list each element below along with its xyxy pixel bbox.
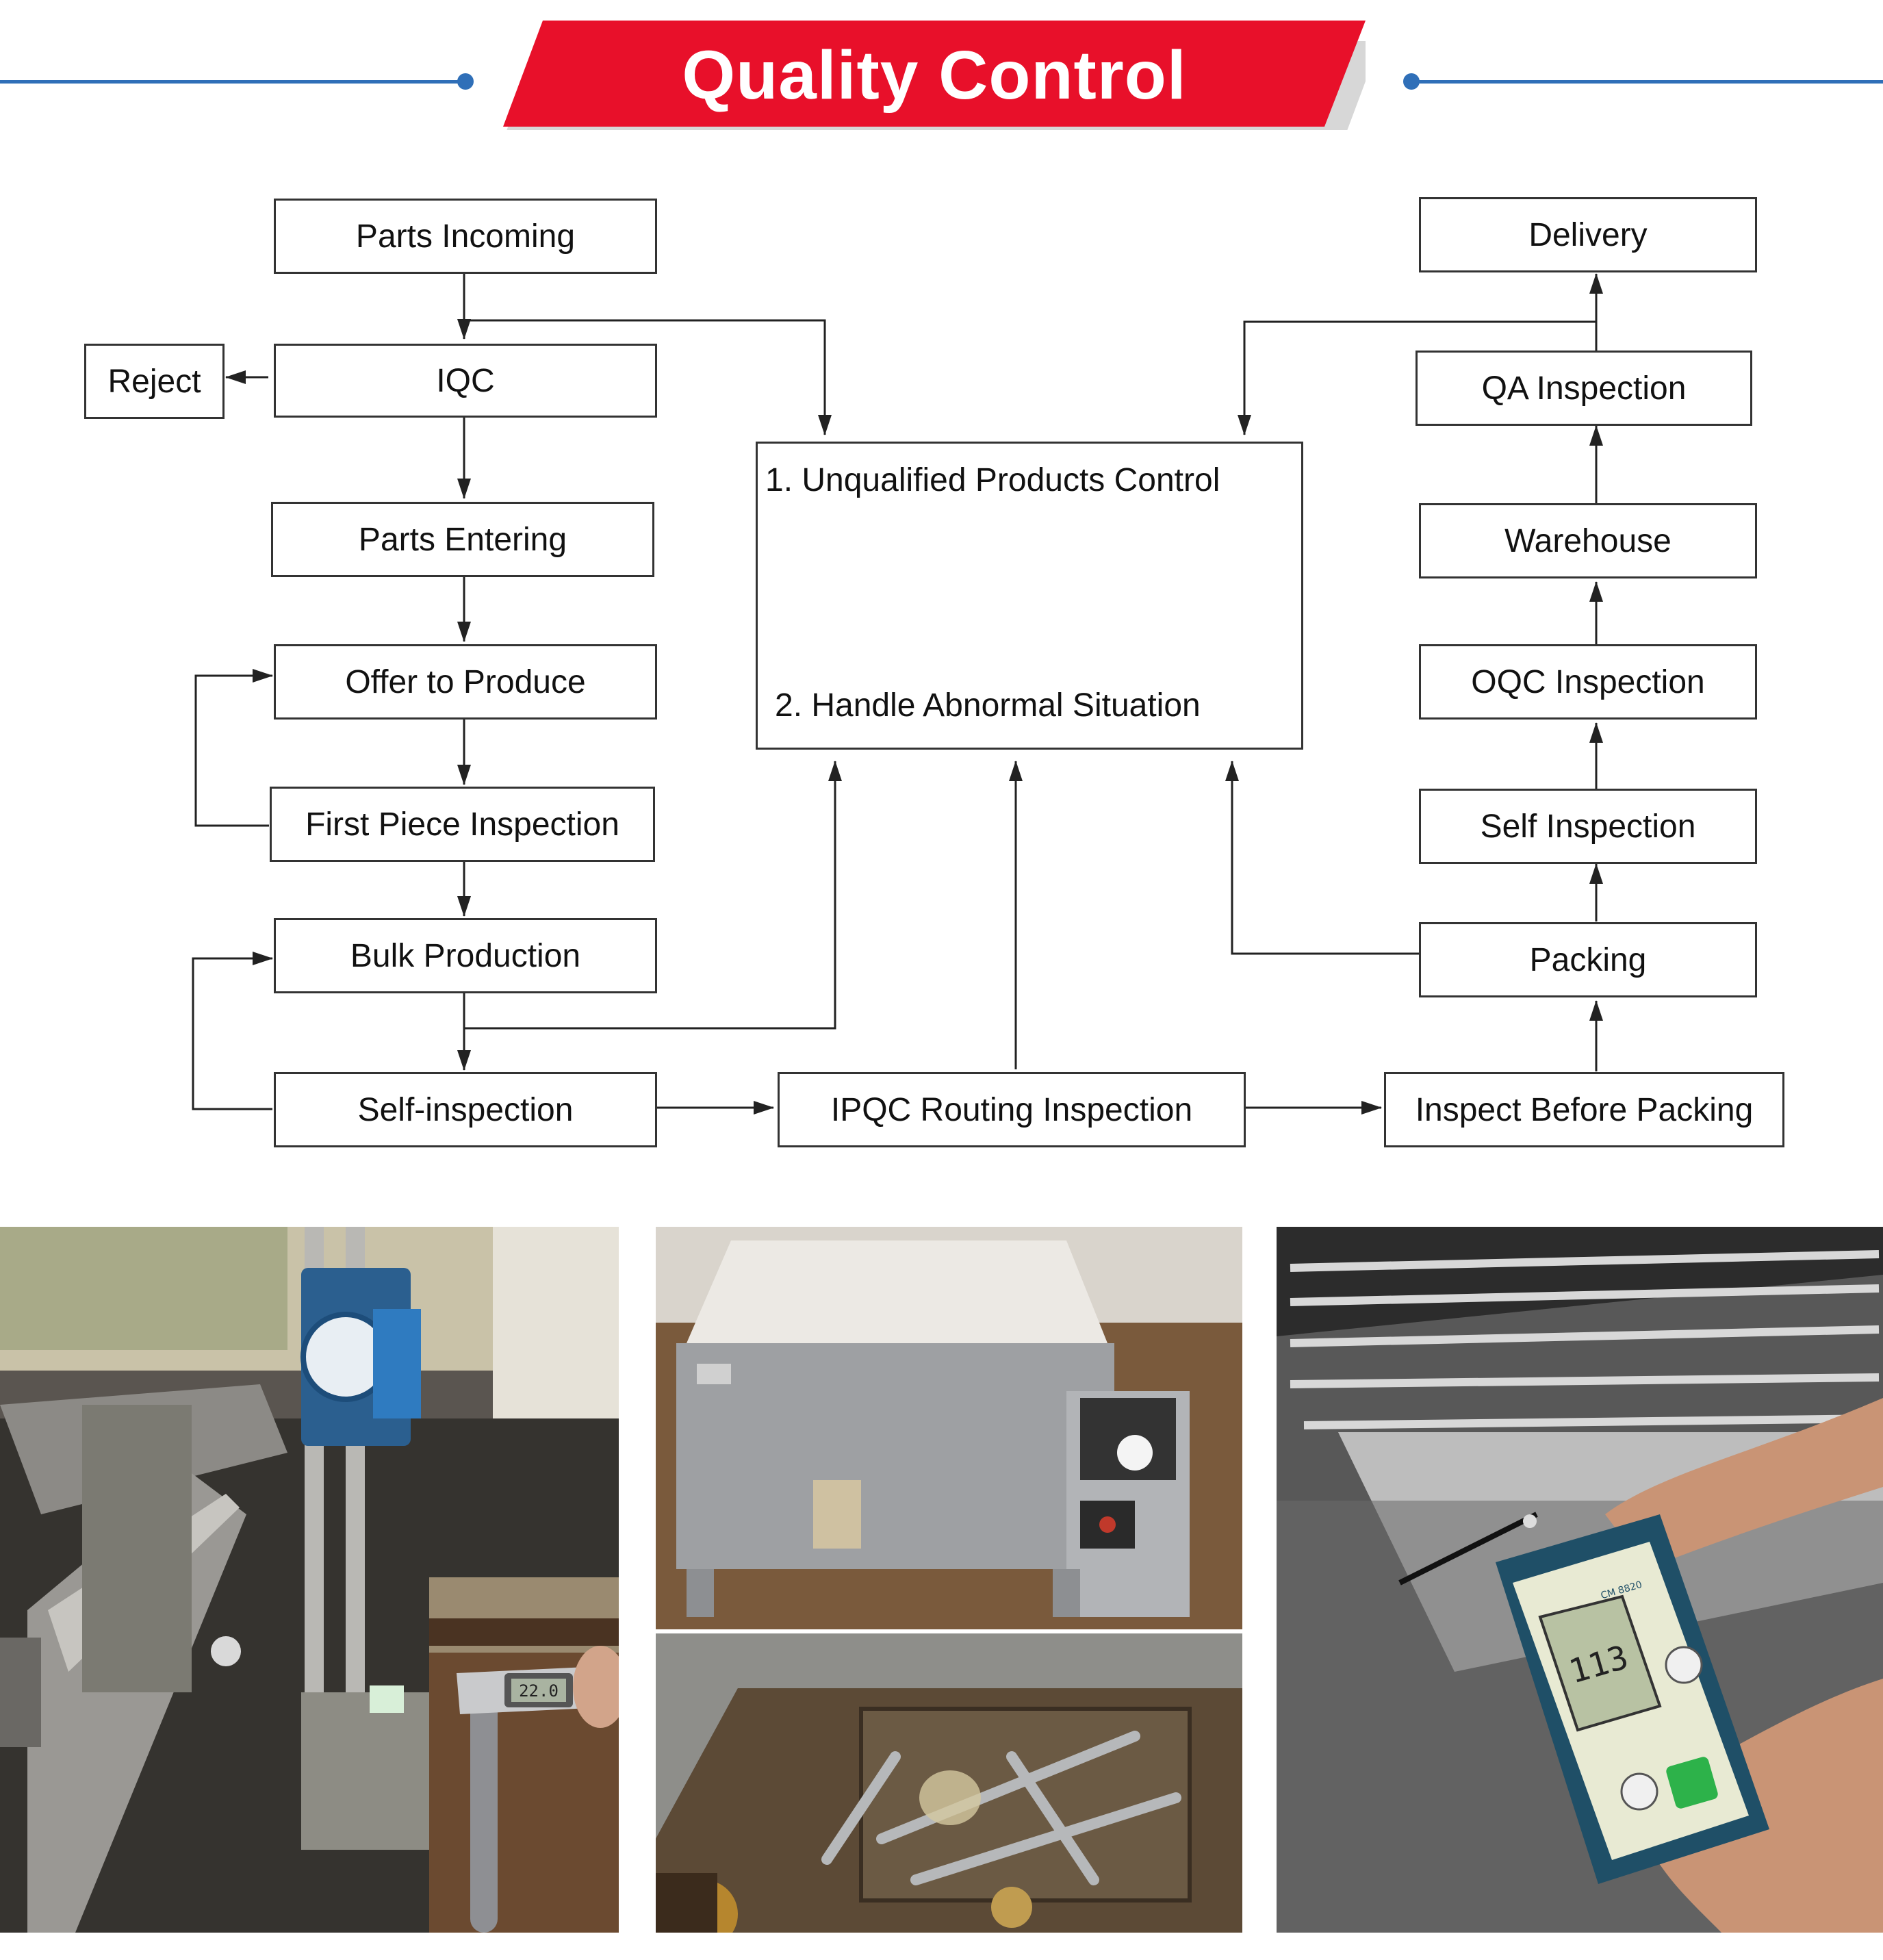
box-delivery: Delivery: [1419, 197, 1757, 272]
control-item-1: 1. Unqualified Products Control: [765, 462, 1220, 498]
box-label: Self-inspection: [357, 1091, 574, 1128]
banner-left-dot: [457, 73, 474, 90]
page-title: Quality Control: [682, 36, 1187, 114]
control-item-2: 2. Handle Abnormal Situation: [775, 687, 1201, 724]
box-first-piece-inspection: First Piece Inspection: [270, 787, 655, 862]
arrow-bulk-to-control: [464, 761, 842, 1030]
box-inspect-before-packing: Inspect Before Packing: [1384, 1072, 1784, 1147]
banner-right-dot: [1403, 73, 1420, 90]
box-label: Self Inspection: [1480, 808, 1696, 845]
box-label: OQC Inspection: [1471, 663, 1705, 700]
box-bulk-production: Bulk Production: [274, 918, 657, 993]
thickness-gauge-image: 113 CM 8820: [1277, 1227, 1883, 1933]
box-warehouse: Warehouse: [1419, 503, 1757, 578]
box-label: IPQC Routing Inspection: [830, 1091, 1193, 1128]
photo-salt-spray-chamber: [656, 1227, 1242, 1629]
box-label: Reject: [107, 363, 201, 400]
photo-thickness-gauge: 113 CM 8820: [1277, 1227, 1883, 1933]
box-control-center: [756, 442, 1303, 750]
box-label: Packing: [1529, 941, 1647, 978]
banner-red-shape: [503, 21, 1366, 127]
box-iqc: IQC: [274, 344, 657, 418]
box-self-inspection-right: Self Inspection: [1419, 789, 1757, 864]
arrow-firstpiece-loop-to-offer: [194, 669, 273, 827]
box-offer-to-produce: Offer to Produce: [274, 644, 657, 720]
box-qa-inspection: QA Inspection: [1416, 351, 1752, 426]
arrow-selfinsp-loop-to-bulk: [192, 952, 273, 1110]
photo-caliper-inset: 22.0: [429, 1577, 619, 1933]
box-label: Parts Incoming: [355, 218, 576, 255]
box-ipqc-routing-inspection: IPQC Routing Inspection: [778, 1072, 1246, 1147]
chamber-interior-image: [656, 1633, 1242, 1933]
box-label: Delivery: [1528, 216, 1648, 253]
box-label: Inspect Before Packing: [1415, 1091, 1754, 1128]
arrow-incoming-to-control: [464, 319, 832, 435]
salt-spray-chamber-image: [656, 1227, 1242, 1629]
box-label: Warehouse: [1504, 522, 1671, 559]
box-label: Parts Entering: [358, 521, 567, 558]
box-label: First Piece Inspection: [305, 806, 619, 843]
box-parts-incoming: Parts Incoming: [274, 199, 657, 274]
box-self-inspection-left: Self-inspection: [274, 1072, 657, 1147]
box-label: IQC: [436, 362, 495, 399]
box-label: Offer to Produce: [345, 663, 586, 700]
arrow-packing-to-control: [1225, 761, 1419, 955]
height-gauge-image: [0, 1227, 619, 1933]
flowchart-connectors: [192, 273, 1603, 1115]
photo-chamber-interior: [656, 1633, 1242, 1933]
caliper-image: 22.0: [429, 1577, 619, 1933]
banner-left-line: [0, 80, 465, 84]
banner-ribbon: [503, 21, 1366, 130]
box-packing: Packing: [1419, 922, 1757, 997]
box-label: Bulk Production: [350, 937, 581, 974]
arrow-qa-to-control: [1238, 320, 1596, 435]
box-parts-entering: Parts Entering: [271, 502, 654, 577]
box-label: QA Inspection: [1481, 370, 1687, 407]
box-oqc-inspection: OQC Inspection: [1419, 644, 1757, 720]
caliper-display: 22.0: [519, 1681, 559, 1701]
box-reject: Reject: [84, 344, 225, 419]
photo-height-gauge: [0, 1227, 619, 1933]
banner-right-line: [1411, 80, 1883, 84]
